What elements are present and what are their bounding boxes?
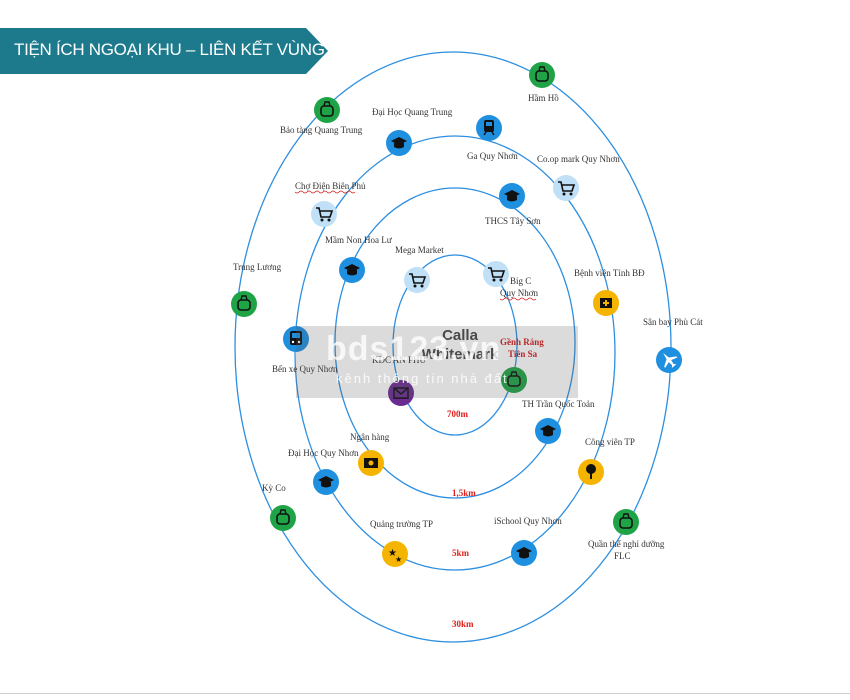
tree-icon	[586, 464, 596, 479]
money-bag-icon	[237, 295, 251, 311]
svg-text:Bảo tàng Quang Trung: Bảo tàng Quang Trung	[280, 125, 363, 135]
amenity-dai-hoc-quang-trung[interactable]: Đại Học Quang Trung	[372, 107, 453, 156]
svg-text:THCS Tây Sơn: THCS Tây Sơn	[485, 216, 541, 226]
svg-text:KDC AN PHÚ: KDC AN PHÚ	[372, 355, 427, 365]
graduation-cap-icon	[344, 264, 360, 276]
amenity-cho-dien-bien-phu[interactable]: Chợ Điện Biên Phủ	[294, 181, 366, 227]
svg-text:Gềnh Ráng: Gềnh Ráng	[500, 337, 544, 347]
amenity-ischool[interactable]: iSchool Quy Nhơn	[494, 516, 562, 566]
amenity-ky-co[interactable]: Kỳ Co	[262, 483, 296, 531]
train-icon	[483, 120, 495, 136]
svg-text:Mega Market: Mega Market	[395, 245, 444, 255]
svg-text:Hầm Hồ: Hầm Hồ	[528, 93, 559, 103]
money-bag-icon	[276, 509, 290, 525]
distance-5km: 5km	[452, 548, 470, 558]
amenity-san-bay[interactable]: Sân bay Phù Cát	[643, 317, 703, 373]
graduation-cap-icon	[318, 476, 334, 488]
svg-text:Quần thể nghỉ dưỡng: Quần thể nghỉ dưỡng	[588, 539, 665, 549]
svg-text:FLC: FLC	[614, 551, 631, 561]
amenity-mega-market[interactable]: Mega Market	[395, 245, 444, 293]
medical-kit-icon	[600, 298, 612, 308]
amenity-ben-xe[interactable]: Bến xe Quy Nhơn	[272, 326, 338, 374]
amenity-ham-ho[interactable]: Hầm Hồ	[528, 62, 559, 103]
amenity-benh-vien[interactable]: Bệnh viện Tỉnh BĐ	[574, 268, 645, 316]
svg-text:Bệnh viện Tỉnh BĐ: Bệnh viện Tỉnh BĐ	[574, 268, 645, 278]
distance-1-5km: 1,5km	[452, 488, 476, 498]
svg-text:Công viên TP: Công viên TP	[585, 437, 635, 447]
center-subtitle: Whitemark	[422, 346, 499, 363]
graduation-cap-icon	[391, 137, 407, 149]
money-bag-icon	[619, 513, 633, 529]
amenity-ga-quy-nhon[interactable]: Ga Quy Nhơn	[467, 115, 518, 161]
amenity-ganh-rang[interactable]: Gềnh Ráng Tiên Sa	[500, 337, 544, 393]
amenity-cong-vien[interactable]: Công viên TP	[578, 437, 635, 485]
svg-text:Chợ Điện Biên Phủ: Chợ Điện Biên Phủ	[295, 181, 366, 191]
bottom-divider	[0, 693, 850, 694]
svg-text:Sân bay Phù Cát: Sân bay Phù Cát	[643, 317, 703, 327]
airplane-icon	[663, 353, 678, 369]
shopping-cart-icon	[558, 181, 576, 196]
svg-text:Đại Học Quy Nhơn: Đại Học Quy Nhơn	[288, 448, 359, 458]
distance-30km: 30km	[452, 619, 474, 629]
amenity-dai-hoc-quy-nhon[interactable]: Đại Học Quy Nhơn	[288, 448, 359, 495]
svg-text:Tiên Sa: Tiên Sa	[508, 349, 538, 359]
ring-1-5km	[334, 187, 576, 499]
amenity-kdc-an-phu[interactable]: KDC AN PHÚ	[372, 355, 427, 406]
amenity-big-c[interactable]: Big C Quy Nhơn	[483, 261, 539, 301]
svg-text:Bến xe Quy Nhơn: Bến xe Quy Nhơn	[272, 364, 338, 374]
bus-icon	[290, 331, 302, 345]
amenity-coop-mart[interactable]: Co.op mark Quy Nhơn	[537, 154, 620, 201]
svg-text:★: ★	[395, 555, 402, 564]
money-bag-icon	[320, 101, 334, 117]
amenity-trung-luong[interactable]: Trung Lương	[231, 262, 282, 317]
amenity-bao-tang-quang-trung[interactable]: Bảo tàng Quang Trung	[280, 97, 363, 135]
shopping-cart-icon	[488, 267, 506, 282]
stars-icon: ★★	[388, 548, 402, 564]
shopping-cart-icon	[316, 207, 334, 222]
svg-text:Mầm Non Hoa Lư: Mầm Non Hoa Lư	[325, 235, 393, 245]
amenity-mam-non-hoa-lu[interactable]: Mầm Non Hoa Lư	[325, 235, 393, 283]
svg-text:Ngân hàng: Ngân hàng	[350, 432, 390, 442]
money-bag-icon	[507, 371, 521, 387]
svg-text:iSchool Quy Nhơn: iSchool Quy Nhơn	[494, 516, 562, 526]
graduation-cap-icon	[540, 425, 556, 437]
svg-text:Trung Lương: Trung Lương	[233, 262, 282, 272]
watermark-text: bds123.vn	[326, 330, 502, 368]
center-title: Calla	[442, 327, 479, 344]
amenity-thcs-tay-son[interactable]: THCS Tây Sơn	[485, 183, 541, 226]
watermark-overlay	[296, 326, 578, 398]
svg-text:Quy Nhơn: Quy Nhơn	[500, 288, 539, 298]
header-banner-shape	[0, 28, 328, 74]
ring-30km	[234, 51, 672, 643]
distance-700m: 700m	[447, 409, 469, 419]
watermark-subtext: kênh thông tin nhà đất	[336, 371, 509, 386]
amenity-th-tran-quoc-toan[interactable]: TH Trần Quốc Toản	[522, 399, 595, 444]
graduation-cap-icon	[504, 190, 520, 202]
money-bag-icon	[535, 66, 549, 82]
svg-text:Kỳ Co: Kỳ Co	[262, 483, 286, 493]
shopping-cart-icon	[409, 273, 427, 288]
amenity-quang-truong[interactable]: ★★ Quảng trường TP	[370, 519, 433, 567]
svg-text:★: ★	[388, 548, 397, 559]
graduation-cap-icon	[516, 547, 532, 559]
bank-note-icon	[364, 458, 378, 468]
ring-5km	[294, 135, 616, 571]
page-title: TIỆN ÍCH NGOẠI KHU – LIÊN KẾT VÙNG	[14, 40, 325, 59]
svg-text:Đại Học Quang Trung: Đại Học Quang Trung	[372, 107, 453, 117]
ring-700m	[392, 254, 518, 436]
svg-text:Co.op mark Quy Nhơn: Co.op mark Quy Nhơn	[537, 154, 620, 164]
svg-text:Quảng trường TP: Quảng trường TP	[370, 519, 433, 529]
amenity-flc[interactable]: Quần thể nghỉ dưỡng FLC	[588, 509, 665, 561]
amenity-ngan-hang[interactable]: Ngân hàng	[350, 432, 390, 476]
envelope-icon	[393, 387, 409, 399]
svg-text:TH Trần Quốc Toản: TH Trần Quốc Toản	[522, 399, 595, 409]
svg-text:Big C: Big C	[510, 276, 531, 286]
svg-text:Ga Quy Nhơn: Ga Quy Nhơn	[467, 151, 518, 161]
